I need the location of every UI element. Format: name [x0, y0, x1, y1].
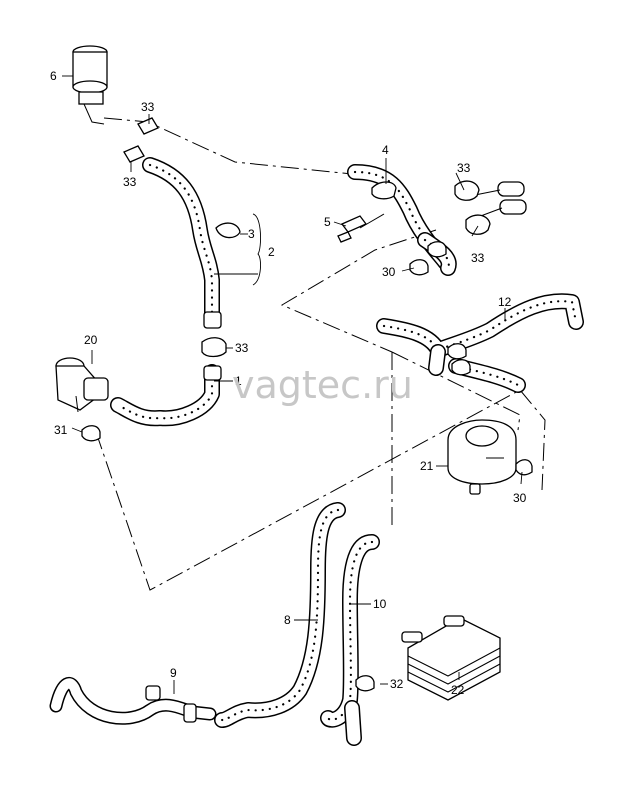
clamp-part-32	[355, 675, 375, 692]
leader-lines	[62, 75, 523, 694]
label-6: 6	[50, 69, 57, 83]
pipe-part-9	[49, 676, 217, 725]
connector-upper-right	[454, 180, 527, 235]
hose-part-12	[376, 293, 584, 393]
label-32: 32	[390, 677, 404, 691]
label-2: 2	[268, 245, 275, 259]
label-21: 21	[420, 459, 434, 473]
label-3: 3	[248, 227, 255, 241]
hose-joint-upper	[409, 232, 457, 276]
watermark-text: vagtec.ru	[232, 363, 413, 407]
clip-part-5	[337, 213, 385, 243]
clamp-part-31	[81, 425, 101, 442]
label-9: 9	[170, 666, 177, 680]
clamp-part-30-lower	[515, 459, 533, 476]
label-33: 33	[123, 175, 137, 189]
reservoir-part-6	[72, 45, 108, 125]
oil-cooler-part-22	[401, 615, 501, 701]
label-33: 33	[457, 161, 471, 175]
label-31: 31	[54, 423, 68, 437]
label-22: 22	[451, 683, 465, 697]
label-10: 10	[373, 597, 387, 611]
hose-part-10	[320, 534, 380, 746]
hose-part-2	[142, 157, 222, 329]
valve-part-20	[55, 357, 109, 413]
label-12: 12	[498, 295, 512, 309]
expansion-tank-part-21	[447, 419, 517, 495]
label-5: 5	[324, 215, 331, 229]
label-4: 4	[382, 143, 389, 157]
clamps-part-33	[123, 117, 241, 358]
label-30: 30	[382, 265, 396, 279]
label-33: 33	[141, 100, 155, 114]
label-8: 8	[284, 613, 291, 627]
label-33: 33	[471, 251, 485, 265]
hose-part-1	[110, 364, 222, 427]
callout-labels: 6 33 33 4 33 5 3 2 33 30 12 20 33 1 31 2…	[50, 69, 527, 697]
hose-part-8	[214, 502, 346, 728]
label-20: 20	[84, 333, 98, 347]
label-30: 30	[513, 491, 527, 505]
label-33: 33	[235, 341, 249, 355]
label-1: 1	[235, 374, 242, 388]
